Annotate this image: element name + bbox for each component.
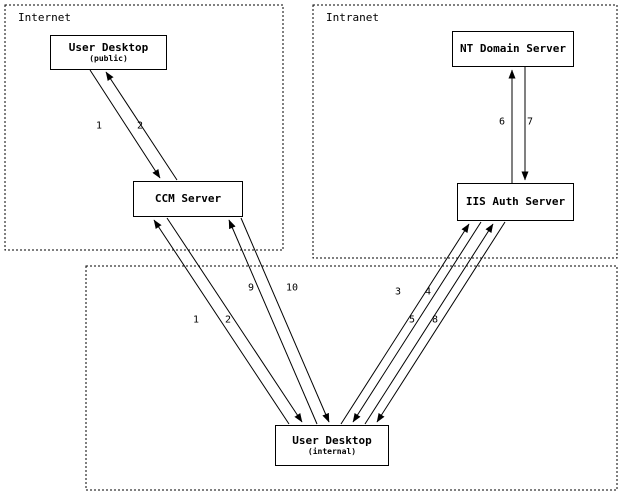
node-user-desktop-internal[interactable]: User Desktop (internal) [275, 425, 389, 466]
node-title-ccm-server: CCM Server [154, 192, 222, 206]
flow-label-step-1-internal: 1 [192, 314, 200, 326]
flow-label-step-5: 5 [408, 314, 416, 326]
node-ccm-server[interactable]: CCM Server [133, 181, 243, 217]
flow-label-step-2-public: 2 [136, 120, 144, 132]
flow-connectors [89, 67, 529, 425]
node-title-user-desktop-internal: User Desktop [292, 433, 372, 447]
flow-line-10-ccm-to-internal [240, 217, 330, 423]
flow-label-step-3: 3 [394, 286, 402, 298]
zone-rect-intranet [312, 4, 618, 259]
zone-boundaries [4, 4, 618, 491]
zone-rect-internal [85, 265, 618, 491]
flow-line-3-internal-to-iis [340, 223, 470, 425]
flow-line-2-ccm-to-public [105, 71, 178, 181]
zone-label-intranet: Intranet [326, 11, 379, 24]
node-user-desktop-public[interactable]: User Desktop (public) [50, 35, 167, 70]
node-iis-auth-server[interactable]: IIS Auth Server [457, 183, 574, 221]
flow-label-step-4: 4 [424, 286, 432, 298]
flow-line-8-iis-to-internal [376, 221, 506, 423]
flow-label-step-1-public: 1 [95, 120, 103, 132]
flow-label-step-6: 6 [498, 116, 506, 128]
node-subtitle-user-desktop-internal: (internal) [307, 447, 357, 457]
flow-line-9-internal-to-ccm [228, 219, 318, 425]
flow-line-1-public-to-ccm [89, 69, 161, 179]
node-nt-domain-server[interactable]: NT Domain Server [452, 31, 574, 67]
flow-label-step-9: 9 [247, 282, 255, 294]
node-title-iis-auth-server: IIS Auth Server [465, 195, 566, 209]
flow-line-4-iis-to-internal [352, 221, 482, 423]
flow-line-5-internal-to-iis [364, 223, 494, 425]
zone-rect-internet [4, 4, 284, 251]
flow-label-step-7: 7 [526, 116, 534, 128]
flow-label-step-2-internal: 2 [224, 314, 232, 326]
flow-label-step-10: 10 [285, 282, 299, 294]
node-subtitle-user-desktop-public: (public) [89, 54, 128, 64]
node-title-user-desktop-public: User Desktop [68, 40, 149, 54]
flow-line-1-internal-to-ccm [153, 219, 290, 425]
flow-line-2-ccm-to-internal [166, 217, 303, 423]
zone-label-internet: Internet [18, 11, 71, 24]
flow-label-step-8: 8 [431, 314, 439, 326]
node-title-nt-domain-server: NT Domain Server [460, 42, 566, 56]
